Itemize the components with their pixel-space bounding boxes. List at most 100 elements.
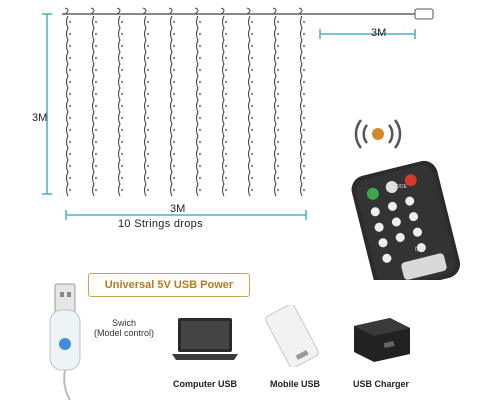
- led-bulb: [302, 152, 306, 156]
- led-bulb: [250, 188, 254, 192]
- led-bulb: [94, 20, 98, 24]
- led-bulb: [224, 68, 228, 72]
- led-bulb: [250, 104, 254, 108]
- led-bulb: [146, 116, 150, 120]
- led-bulb: [172, 104, 176, 108]
- led-bulb: [172, 164, 176, 168]
- led-bulb: [224, 164, 228, 168]
- light-string: [144, 15, 147, 197]
- string-hook-icon: [272, 7, 277, 15]
- led-bulb: [224, 80, 228, 84]
- switch-note: Swich (Model control): [84, 318, 164, 338]
- remote-mode-label: MODE: [392, 184, 407, 190]
- led-bulb: [172, 176, 176, 180]
- led-bulb: [94, 32, 98, 36]
- led-bulb: [68, 44, 72, 48]
- remote-drawing: [351, 119, 461, 280]
- led-bulb: [146, 92, 150, 96]
- led-bulb: [198, 188, 202, 192]
- led-bulb: [146, 20, 150, 24]
- led-bulb: [198, 152, 202, 156]
- led-bulb: [94, 188, 98, 192]
- led-bulb: [94, 104, 98, 108]
- led-bulb: [198, 44, 202, 48]
- led-bulb: [224, 44, 228, 48]
- led-bulb: [302, 56, 306, 60]
- led-bulb: [146, 80, 150, 84]
- usb-charger-label: USB Charger: [352, 379, 409, 389]
- usb-charger-icon: [346, 312, 416, 364]
- led-bulb: [224, 116, 228, 120]
- led-bulb: [276, 80, 280, 84]
- led-bulb: [94, 152, 98, 156]
- computer-usb-label: Computer USB: [172, 379, 237, 389]
- width-label: 3M: [371, 27, 387, 39]
- drops-label: 10 Strings drops: [118, 218, 203, 230]
- led-bulb: [68, 92, 72, 96]
- led-bulb: [172, 92, 176, 96]
- led-bulb: [276, 152, 280, 156]
- led-bulb: [276, 104, 280, 108]
- led-bulb: [302, 68, 306, 72]
- led-bulb: [120, 164, 124, 168]
- led-bulb: [302, 176, 306, 180]
- led-bulb: [276, 92, 280, 96]
- led-bulb: [146, 44, 150, 48]
- led-bulb: [172, 188, 176, 192]
- led-bulb: [250, 140, 254, 144]
- led-bulb: [146, 176, 150, 180]
- led-bulb: [198, 56, 202, 60]
- led-bulb: [68, 56, 72, 60]
- led-bulb: [250, 56, 254, 60]
- string-hook-icon: [168, 7, 173, 15]
- led-bulb: [68, 128, 72, 132]
- led-bulb: [68, 80, 72, 84]
- led-bulb: [68, 20, 72, 24]
- led-bulb: [276, 116, 280, 120]
- led-bulb: [94, 176, 98, 180]
- led-bulb: [146, 128, 150, 132]
- led-bulb: [120, 128, 124, 132]
- led-bulb: [120, 152, 124, 156]
- led-bulb: [250, 32, 254, 36]
- led-bulb: [94, 92, 98, 96]
- led-bulb: [146, 56, 150, 60]
- drop-width-label: 3M: [170, 203, 186, 215]
- led-bulb: [68, 116, 72, 120]
- led-bulb: [68, 152, 72, 156]
- led-bulb: [146, 188, 150, 192]
- led-bulb: [94, 128, 98, 132]
- led-bulb: [68, 140, 72, 144]
- led-bulb: [94, 164, 98, 168]
- led-bulb: [224, 152, 228, 156]
- led-bulb: [68, 104, 72, 108]
- led-bulb: [146, 164, 150, 168]
- laptop-icon: [170, 312, 240, 364]
- led-bulb: [250, 68, 254, 72]
- led-bulb: [224, 176, 228, 180]
- led-bulb: [120, 188, 124, 192]
- led-bulb: [302, 92, 306, 96]
- usb-plug: [40, 282, 90, 400]
- light-string: [196, 15, 199, 197]
- light-string: [274, 15, 277, 197]
- led-bulb: [68, 164, 72, 168]
- remote-dim-label: DIM: [415, 247, 425, 253]
- switch-note-line2: (Model control): [93, 328, 155, 338]
- led-bulb: [120, 56, 124, 60]
- led-bulb: [94, 68, 98, 72]
- led-bulb: [302, 164, 306, 168]
- led-bulb: [146, 140, 150, 144]
- string-hook-icon: [246, 7, 251, 15]
- led-bulb: [250, 20, 254, 24]
- led-bulb: [120, 80, 124, 84]
- string-hook-icon: [116, 7, 121, 15]
- led-bulb: [68, 32, 72, 36]
- led-bulb: [198, 128, 202, 132]
- led-bulb: [120, 104, 124, 108]
- led-bulb: [198, 164, 202, 168]
- usb-plug-drawing: [49, 283, 81, 400]
- led-bulb: [302, 20, 306, 24]
- led-bulb: [198, 104, 202, 108]
- led-bulb: [198, 140, 202, 144]
